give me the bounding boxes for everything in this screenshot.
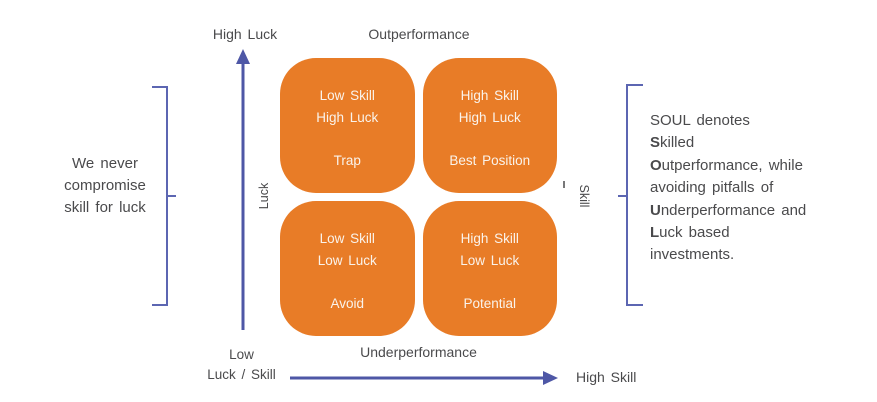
soul-bold-letter: O — [650, 156, 662, 174]
quadrant-name: Avoid — [330, 296, 365, 311]
x-axis-max-label: High Skill — [576, 369, 637, 385]
soul-line-text: nderperformance and — [660, 201, 807, 219]
soul-annotation: SOUL denotes Skilled Outperformance, whi… — [650, 110, 870, 267]
soul-line: Skilled — [650, 132, 870, 154]
quadrant-potential: High Skill Low Luck Potential — [422, 201, 557, 336]
quadrant-line1: High Skill — [460, 88, 519, 103]
two-by-two-matrix: Low Skill High Luck Trap High Skill High… — [280, 58, 557, 336]
left-annotation-line: compromise — [64, 177, 146, 194]
quadrant-best-position: High Skill High Luck Best Position — [422, 58, 557, 193]
x-axis-title: Skill — [577, 184, 591, 208]
soul-line-text: killed — [660, 134, 695, 152]
soul-line-text: investments. — [650, 246, 735, 264]
soul-line: Underperformance and — [650, 200, 870, 222]
soul-bold-letter: L — [650, 224, 660, 242]
quadrant-avoid: Low Skill Low Luck Avoid — [280, 201, 415, 336]
bottom-axis-label: Underperformance — [360, 344, 477, 360]
y-axis-title: Luck — [257, 182, 271, 210]
quadrant-line1: High Skill — [460, 231, 519, 246]
soul-line: investments. — [650, 244, 870, 266]
origin-label: Low Luck / Skill — [193, 345, 290, 385]
quadrant-trap: Low Skill High Luck Trap — [280, 58, 415, 193]
quadrant-name: Best Position — [449, 153, 531, 168]
quadrant-line1: Low Skill — [319, 88, 375, 103]
left-annotation-line: We never — [72, 155, 138, 172]
soul-line: avoiding pitfalls of — [650, 177, 870, 199]
quadrant-line2: High Luck — [316, 110, 379, 125]
soul-line-text: uck based — [659, 224, 730, 242]
quadrant-line2: Low Luck — [317, 253, 377, 268]
soul-line-text: SOUL denotes — [650, 112, 750, 129]
quadrant-line2: Low Luck — [460, 253, 520, 268]
origin-label-line1: Low — [229, 347, 254, 362]
left-bracket — [152, 86, 176, 306]
right-bracket — [618, 84, 643, 306]
soul-line-text: utperformance, while — [661, 156, 803, 174]
soul-bold-letter: S — [650, 134, 661, 152]
quadrant-line2: High Luck — [458, 110, 521, 125]
quadrant-name: Trap — [333, 153, 361, 168]
quadrant-line1: Low Skill — [319, 231, 375, 246]
luck-axis-arrow — [236, 49, 250, 330]
skill-axis-arrow — [290, 371, 558, 385]
soul-line-text: avoiding pitfalls of — [650, 179, 774, 197]
y-axis-max-label: High Luck — [212, 26, 278, 42]
left-annotation-line: skill for luck — [64, 199, 146, 216]
left-annotation: We never compromise skill for luck — [35, 153, 175, 219]
soul-line: Outperformance, while — [650, 155, 870, 177]
soul-bold-letter: U — [650, 201, 661, 219]
soul-line: Luck based — [650, 222, 870, 244]
soul-line: SOUL denotes — [650, 110, 870, 132]
origin-label-line2: Luck / Skill — [207, 367, 276, 382]
top-axis-label: Outperformance — [368, 26, 470, 42]
quadrant-name: Potential — [463, 296, 517, 311]
